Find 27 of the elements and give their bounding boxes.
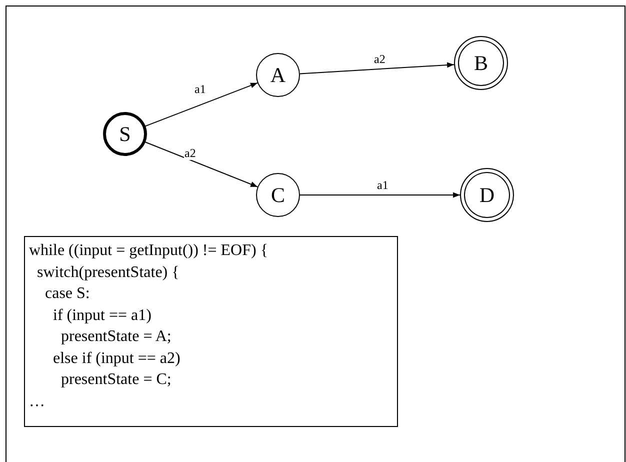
edge-label: a1 bbox=[194, 82, 207, 96]
code-line: presentState = C; bbox=[61, 371, 172, 388]
edge-label: a2 bbox=[373, 53, 386, 66]
state-label: C bbox=[270, 184, 285, 206]
accepting-state-circle bbox=[454, 36, 508, 90]
state-label: A bbox=[270, 64, 286, 86]
transition-arrow bbox=[300, 192, 460, 198]
edge-label: a1 bbox=[376, 179, 390, 192]
code-line: case S: bbox=[45, 285, 90, 302]
state-label: B bbox=[474, 52, 488, 74]
code-line: … bbox=[29, 392, 45, 410]
transition-arrow bbox=[144, 142, 258, 188]
code-box bbox=[24, 236, 398, 427]
state-circle bbox=[256, 53, 300, 97]
state-label: S bbox=[119, 124, 131, 144]
code-line: else if (input == a2) bbox=[53, 350, 180, 366]
state-label: D bbox=[479, 184, 495, 206]
accepting-state-circle bbox=[460, 168, 514, 222]
code-line: if (input == a1) bbox=[53, 306, 152, 324]
transition-arrow bbox=[145, 82, 258, 127]
edge-label: a2 bbox=[184, 146, 197, 160]
start-state-circle bbox=[103, 112, 147, 156]
code-line: switch(presentState) { bbox=[37, 264, 180, 280]
state-circle bbox=[256, 173, 300, 217]
code-line: presentState = A; bbox=[61, 328, 172, 345]
transition-arrow bbox=[299, 62, 455, 74]
code-line: while ((input = getInput()) != EOF) { bbox=[29, 242, 268, 259]
